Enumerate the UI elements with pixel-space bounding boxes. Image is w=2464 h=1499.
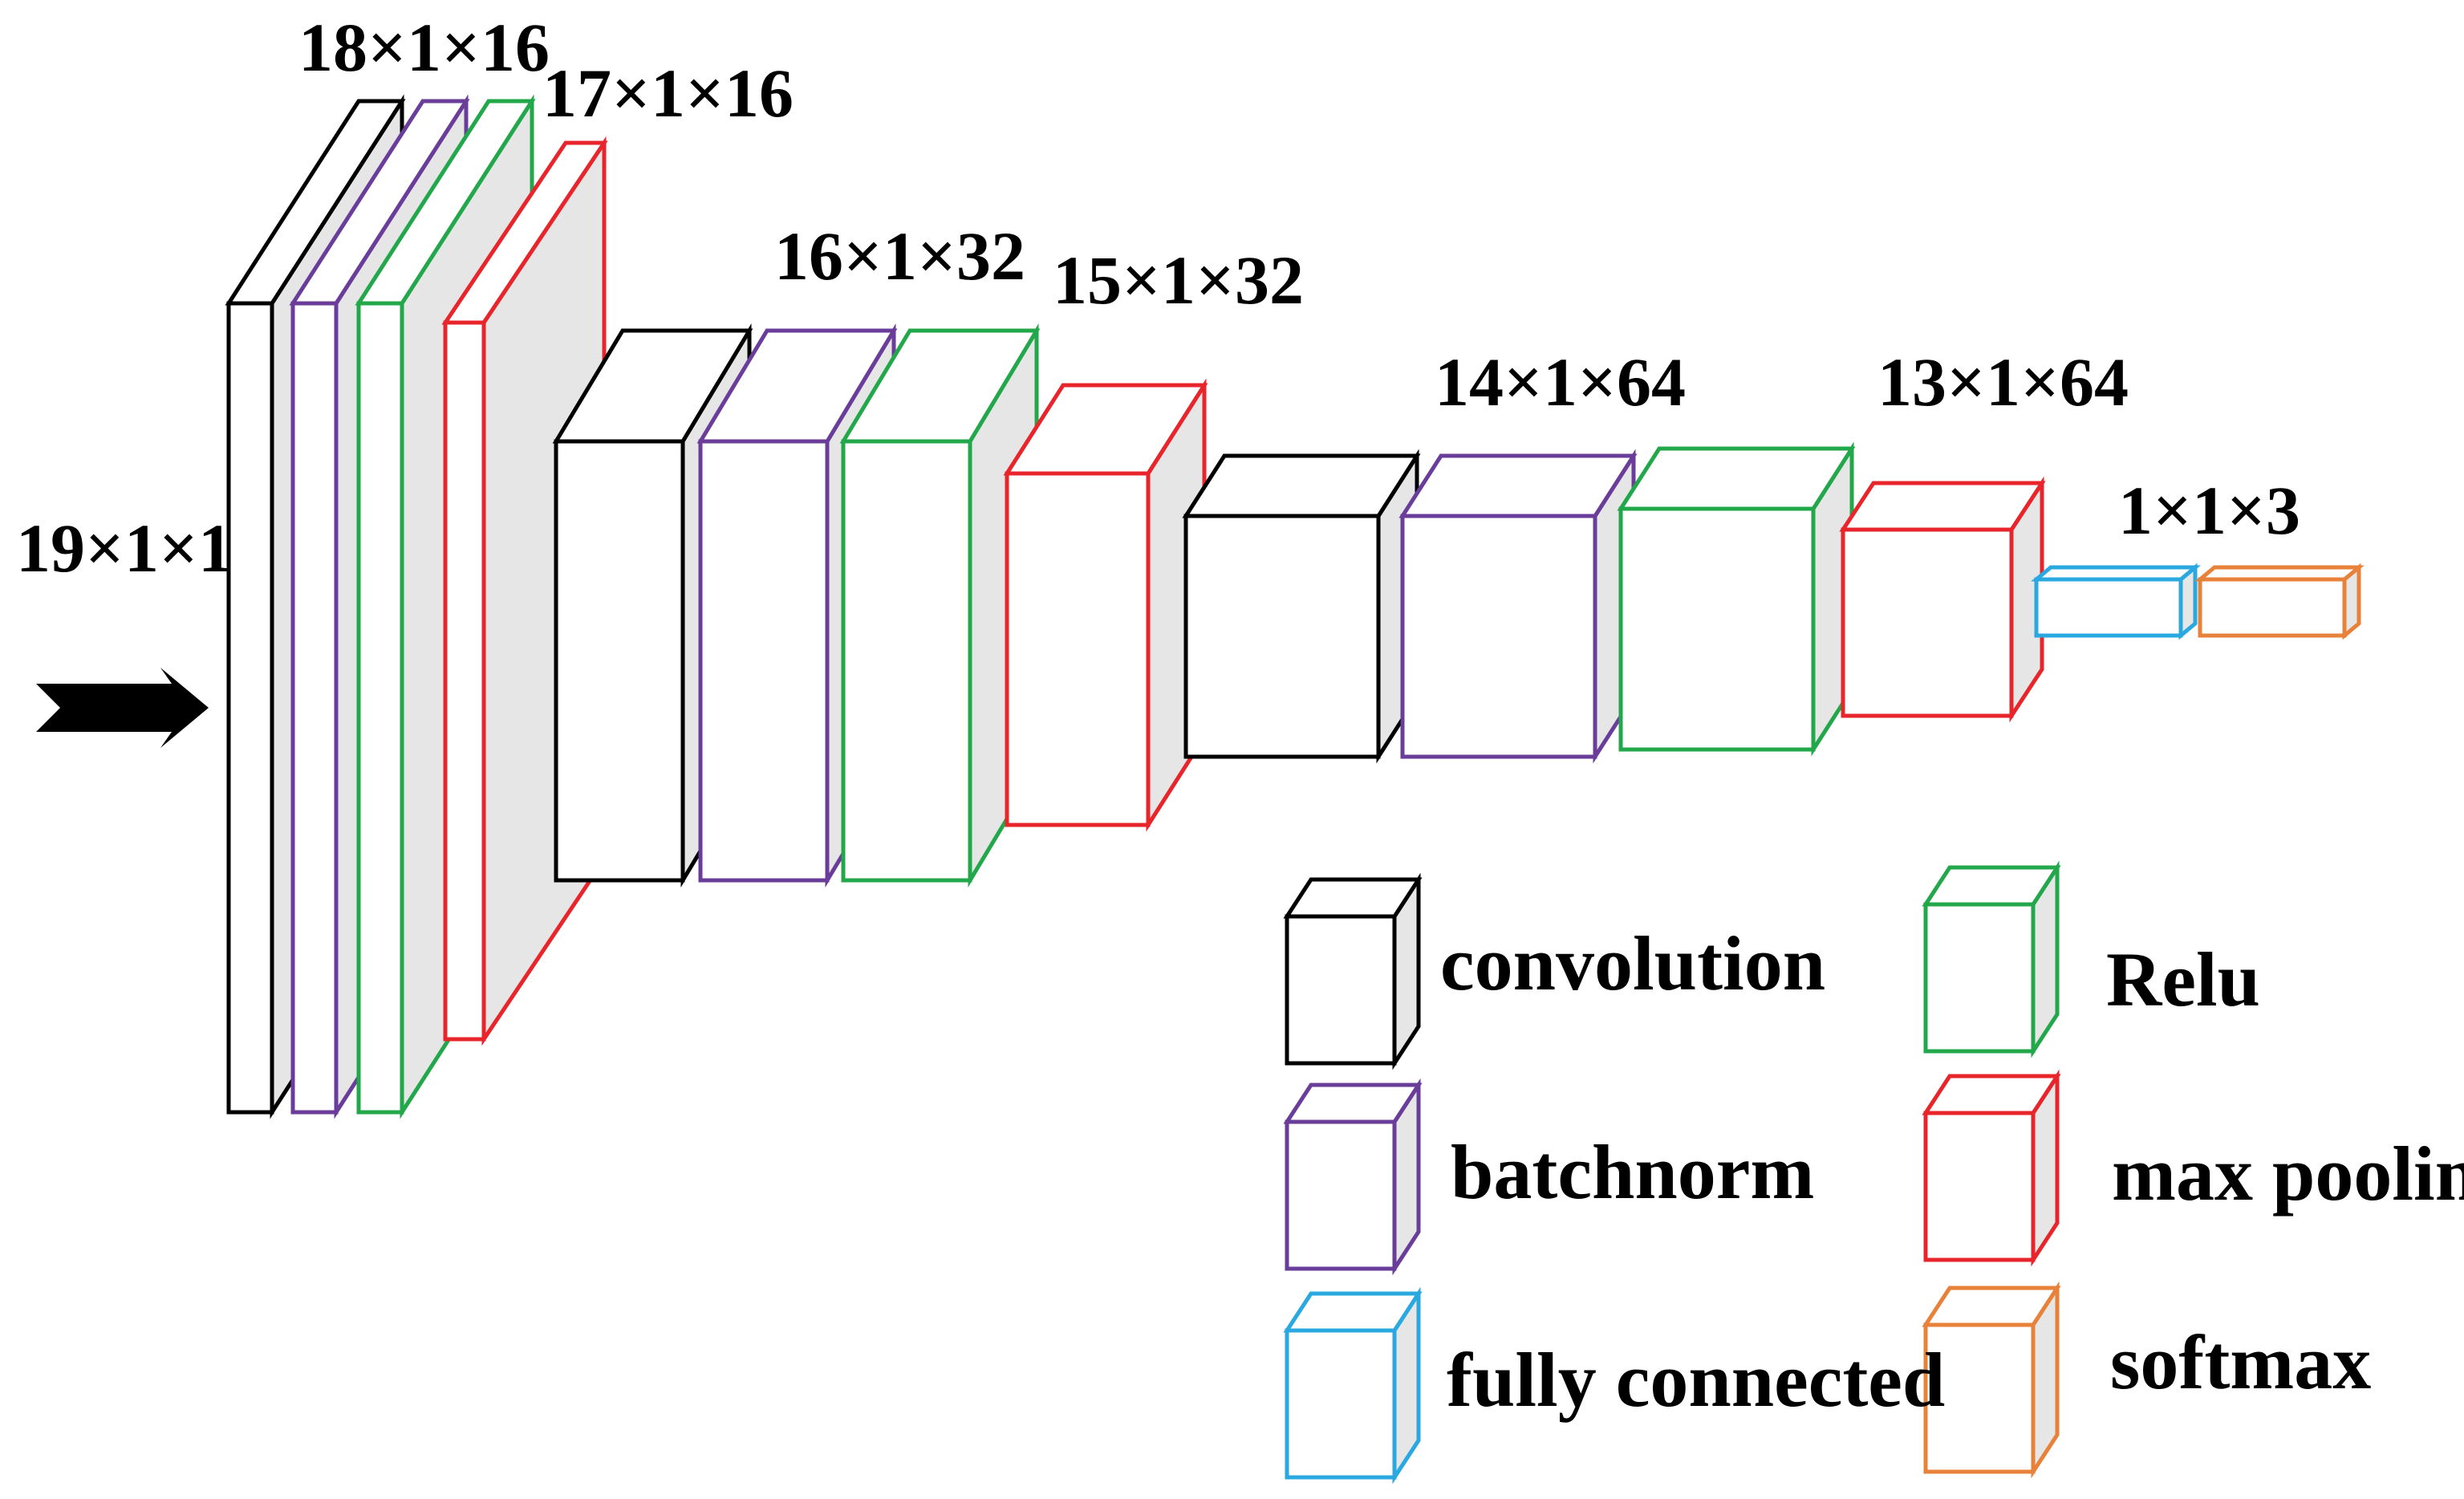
input-arrow-icon: [36, 668, 209, 748]
legend-label-fully-connected: fully connected: [1447, 1337, 1945, 1423]
stage-4-dimension-label: 15×1×32: [1053, 242, 1304, 319]
legend-swatches: [1283, 860, 2061, 1485]
legend-label-softmax: softmax: [2110, 1319, 2371, 1405]
stage-3-dimension-label: 16×1×32: [774, 217, 1025, 295]
stage-5-dimension-label: 14×1×64: [1435, 343, 1686, 420]
stage3-maxpool-layer: [1839, 476, 2046, 723]
legend-swatch-fully-connected-icon: [1283, 1286, 1423, 1485]
fully-connected-layer: [2031, 563, 2201, 640]
legend-swatch-max-pooling-icon: [1922, 1069, 2061, 1267]
stage-2-dimension-label: 17×1×16: [542, 55, 794, 132]
legend-swatch-batchnorm-icon: [1283, 1078, 1423, 1276]
input-dimension-label: 19×1×1: [16, 510, 233, 587]
legend-label-batchnorm: batchnorm: [1451, 1129, 1814, 1215]
legend-label-convolution: convolution: [1440, 920, 1825, 1006]
stage3-batchnorm-layer: [1398, 449, 1638, 764]
softmax-layer: [2194, 563, 2365, 640]
output-dimension-label: 1×1×3: [2118, 472, 2300, 549]
stage-6-dimension-label: 13×1×64: [1877, 343, 2129, 420]
legend-swatch-convolution-icon: [1283, 872, 1423, 1070]
network-layers: [225, 94, 2365, 1119]
legend-label-relu: Relu: [2106, 936, 2260, 1022]
legend-swatch-relu-icon: [1922, 860, 2061, 1058]
stage-1-dimension-label: 18×1×16: [298, 9, 550, 86]
stage2-maxpool-layer: [1003, 378, 1208, 832]
legend-label-max-pooling: max pooling: [2112, 1131, 2464, 1217]
stage3-convolution-layer: [1182, 449, 1421, 764]
legend-swatch-softmax-icon: [1922, 1281, 2061, 1479]
stage3-relu-layer: [1617, 441, 1856, 757]
legend: convolution batchnorm fully connected Re…: [1283, 860, 2464, 1485]
